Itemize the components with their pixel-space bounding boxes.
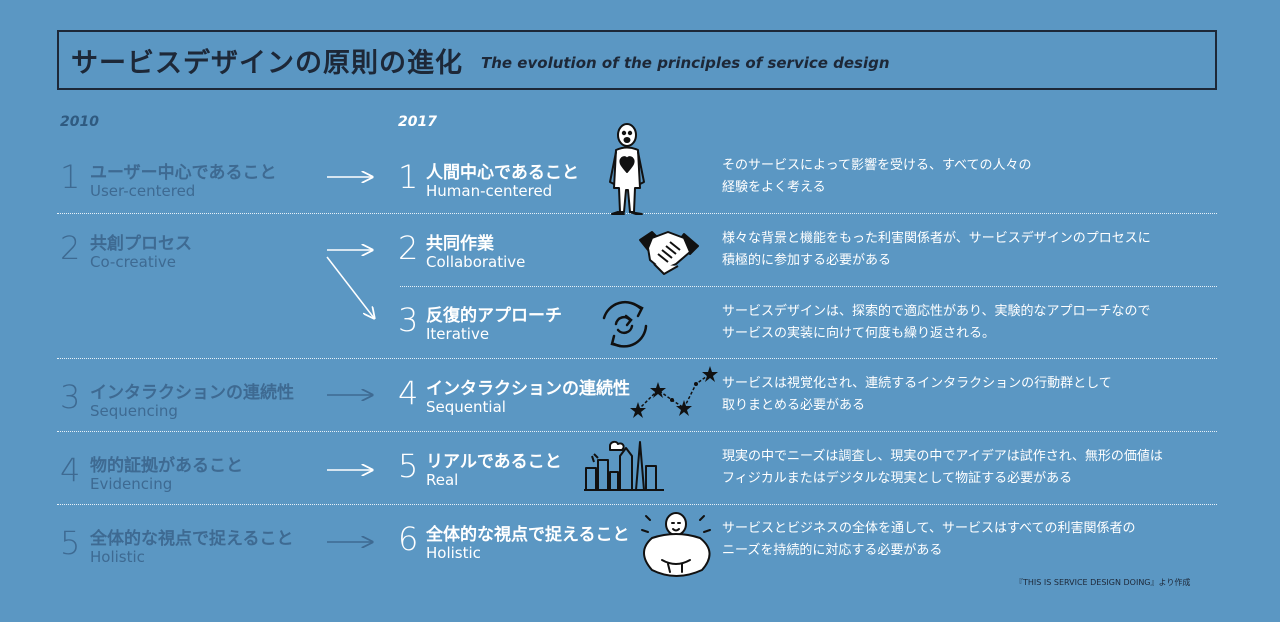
- old-principle-en: User-centered: [90, 182, 196, 200]
- description-line: 経験をよく考える: [722, 180, 826, 195]
- description-line: サービスデザインは、探索的で適応性があり、実験的なアプローチなので: [722, 304, 1151, 319]
- description-line: 様々な背景と機能をもった利害関係者が、サービスデザインのプロセスに: [722, 231, 1151, 246]
- title-box: サービスデザインの原則の進化 The evolution of the prin…: [57, 30, 1217, 90]
- new-principle-en: Collaborative: [426, 253, 526, 271]
- new-principle-number: 3: [398, 301, 419, 339]
- new-principle-number: 1: [398, 158, 419, 196]
- old-principle-number: 2: [60, 229, 81, 267]
- title-japanese: サービスデザインの原則の進化: [71, 47, 463, 79]
- description-line: サービスは視覚化され、連続するインタラクションの行動群として: [722, 376, 1112, 391]
- row-divider: [400, 286, 1217, 287]
- description-6: サービスとビジネスの全体を通して、サービスはすべての利害関係者の ニーズを持続的…: [722, 518, 1222, 562]
- arrow-2-to-3: [326, 256, 374, 318]
- description-2: 様々な背景と機能をもった利害関係者が、サービスデザインのプロセスに 積極的に参加…: [722, 228, 1222, 272]
- new-principle-ja: 共同作業: [426, 234, 494, 254]
- new-principle-en: Human-centered: [426, 182, 553, 200]
- new-principle-en: Iterative: [426, 325, 490, 343]
- new-principle-ja: インタラクションの連続性: [426, 379, 630, 399]
- new-principle-ja: リアルであること: [426, 452, 562, 472]
- description-line: サービスの実装に向けて何度も繰り返される。: [722, 326, 996, 341]
- old-principle-ja: 全体的な視点で捉えること: [90, 529, 294, 549]
- new-principle-number: 2: [398, 229, 419, 267]
- row-divider: [57, 358, 1217, 359]
- new-principle-ja: 全体的な視点で捉えること: [426, 525, 630, 545]
- description-1: そのサービスによって影響を受ける、すべての人々の 経験をよく考える: [722, 155, 1222, 199]
- description-line: 現実の中でニーズは調査し、現実の中でアイデアは試作され、無形の価値は: [722, 449, 1163, 464]
- source-credit: 『THIS IS SERVICE DESIGN DOING』より作成: [1015, 578, 1191, 587]
- new-principle-en: Real: [426, 471, 459, 489]
- old-principle-ja: 共創プロセス: [90, 234, 192, 254]
- old-principle-number: 4: [60, 451, 81, 489]
- embracing-figure-icon: [641, 512, 711, 577]
- old-principle-ja: インタラクションの連続性: [90, 383, 294, 403]
- row-divider: [57, 504, 1217, 505]
- old-principle-en: Sequencing: [90, 402, 178, 420]
- description-5: 現実の中でニーズは調査し、現実の中でアイデアは試作され、無形の価値は フィジカル…: [722, 446, 1222, 490]
- new-principle-number: 5: [398, 447, 419, 485]
- description-line: 取りまとめる必要がある: [722, 398, 866, 413]
- new-principle-number: 6: [398, 520, 419, 558]
- old-principle-ja: ユーザー中心であること: [90, 163, 277, 183]
- description-4: サービスは視覚化され、連続するインタラクションの行動群として 取りまとめる必要が…: [722, 373, 1222, 417]
- new-principle-en: Sequential: [426, 398, 506, 416]
- description-line: 積極的に参加する必要がある: [722, 253, 892, 268]
- old-principle-number: 5: [60, 524, 81, 562]
- old-principle-number: 3: [60, 378, 81, 416]
- handshake-icon: [639, 231, 699, 275]
- new-principle-ja: 反復的アプローチ: [426, 306, 562, 326]
- description-line: そのサービスによって影響を受ける、すべての人々の: [722, 158, 1032, 173]
- year-2010-label: 2010: [60, 114, 99, 130]
- cycle-arrows-icon: [602, 300, 648, 348]
- old-principle-en: Evidencing: [90, 475, 173, 493]
- old-principle-en: Co-creative: [90, 253, 177, 271]
- description-3: サービスデザインは、探索的で適応性があり、実験的なアプローチなので サービスの実…: [722, 301, 1222, 345]
- city-skyline-icon: [584, 440, 664, 491]
- new-principle-ja: 人間中心であること: [426, 163, 579, 183]
- old-principle-en: Holistic: [90, 548, 145, 566]
- person-heart-icon: [609, 123, 645, 215]
- row-divider: [57, 431, 1217, 432]
- description-line: ニーズを持続的に対応する必要がある: [722, 543, 943, 558]
- star-sequence-icon: [630, 366, 718, 418]
- new-principle-number: 4: [398, 374, 419, 412]
- old-principle-ja: 物的証拠があること: [90, 456, 243, 476]
- new-principle-en: Holistic: [426, 544, 481, 562]
- title-english: The evolution of the principles of servi…: [481, 54, 890, 72]
- old-principle-number: 1: [60, 158, 81, 196]
- description-line: サービスとビジネスの全体を通して、サービスはすべての利害関係者の: [722, 521, 1136, 536]
- description-line: フィジカルまたはデジタルな現実として物証する必要がある: [722, 471, 1073, 486]
- year-2017-label: 2017: [398, 114, 437, 130]
